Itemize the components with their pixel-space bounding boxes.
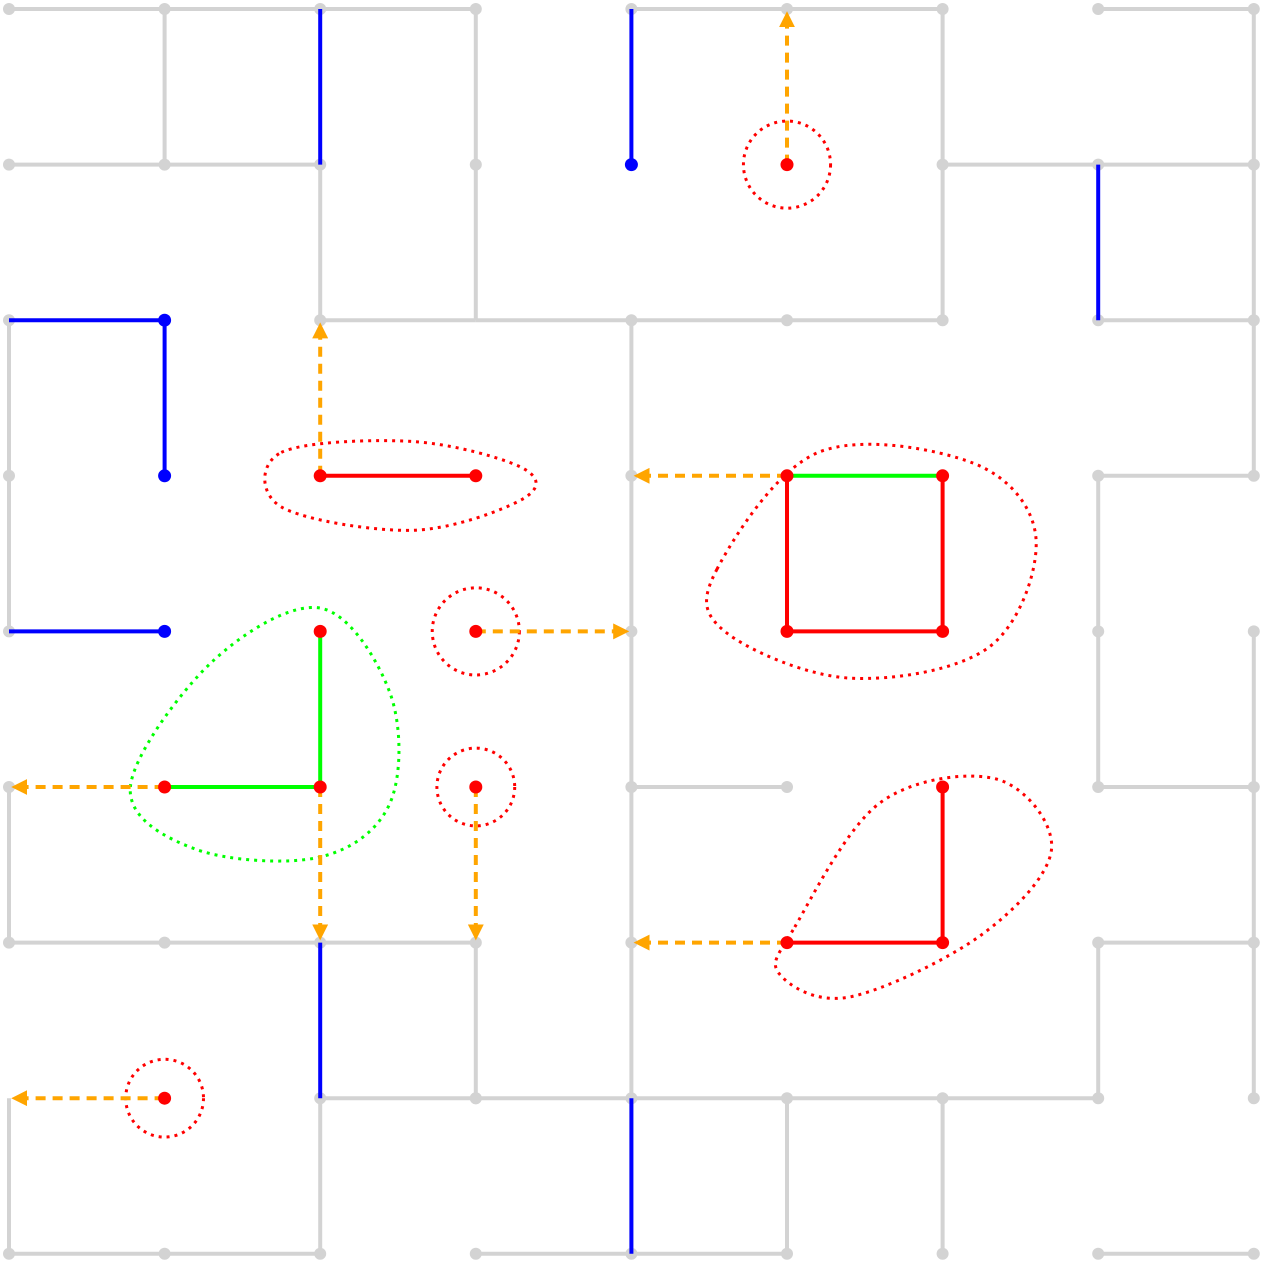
grid-node (1247, 1092, 1260, 1105)
grid-node (1247, 936, 1260, 949)
red-dotted-loop (435, 746, 517, 828)
grid-layer (3, 3, 1260, 1260)
grid-node (469, 1247, 482, 1260)
grid-node (1247, 158, 1260, 171)
grid-node (469, 936, 482, 949)
red-node (313, 780, 327, 794)
grid-node (1092, 3, 1105, 15)
red-dotted-loop (773, 774, 1054, 1000)
grid-node (625, 469, 638, 482)
grid-node (1247, 1247, 1260, 1260)
red-node (936, 469, 950, 483)
grid-node (3, 936, 15, 949)
grid-node (3, 469, 15, 482)
red-node (158, 1091, 172, 1105)
grid-node (158, 936, 171, 949)
grid-node (1247, 3, 1260, 15)
grid-node (3, 1247, 15, 1260)
grid-node (1092, 469, 1105, 482)
grid-node (625, 936, 638, 949)
grid-node (936, 3, 949, 15)
grid-node (936, 158, 949, 171)
grid-node (1247, 469, 1260, 482)
grid-node (781, 781, 793, 793)
red-node (936, 936, 950, 950)
grid-node (936, 1092, 949, 1105)
grid-node (625, 625, 638, 638)
grid-node (469, 3, 482, 15)
red-node (780, 469, 794, 483)
grid-node (625, 781, 638, 793)
grid-node (625, 314, 638, 327)
red-node (313, 469, 327, 483)
blue-node (624, 158, 638, 172)
grid-node (1247, 781, 1260, 793)
grid-node (3, 3, 15, 15)
red-node (936, 624, 950, 638)
grid-node (314, 314, 327, 327)
blue-path-layer (9, 9, 1101, 1254)
arrow-layer (11, 11, 795, 1107)
grid-node (469, 1092, 482, 1105)
grid-node (936, 314, 949, 327)
red-dotted-loop (705, 442, 1038, 680)
red-node (313, 624, 327, 638)
colored-edge-layer (164, 473, 945, 945)
red-node (936, 780, 950, 794)
grid-node (158, 158, 171, 171)
blue-node (158, 469, 172, 483)
grid-node (781, 1092, 793, 1105)
red-dotted-loop (741, 119, 833, 210)
grid-node (1092, 781, 1105, 793)
grid-node (3, 781, 15, 793)
grid-node (1092, 1092, 1105, 1105)
grid-node (469, 158, 482, 171)
grid-node (1247, 625, 1260, 638)
grid-node (781, 1247, 793, 1260)
grid-node (1092, 625, 1105, 638)
grid-node (3, 158, 15, 171)
blue-node (158, 313, 172, 327)
red-dotted-loop (263, 439, 538, 532)
grid-node (781, 314, 793, 327)
grid-node (1092, 936, 1105, 949)
grid-node (781, 3, 793, 15)
red-node (780, 936, 794, 950)
grid-node (158, 1247, 171, 1260)
blue-node (158, 624, 172, 638)
grid-node (1092, 1247, 1105, 1260)
node-layer (158, 158, 950, 1105)
red-node (158, 780, 172, 794)
green-dotted-loop (128, 605, 401, 863)
grid-node (158, 3, 171, 15)
red-node (469, 469, 483, 483)
grid-node (936, 1247, 949, 1260)
red-node (780, 624, 794, 638)
grid-node (314, 1247, 327, 1260)
red-node (469, 624, 483, 638)
loop-layer (124, 119, 1054, 1139)
grid-node (1247, 314, 1260, 327)
red-node (780, 158, 794, 172)
red-node (469, 780, 483, 794)
